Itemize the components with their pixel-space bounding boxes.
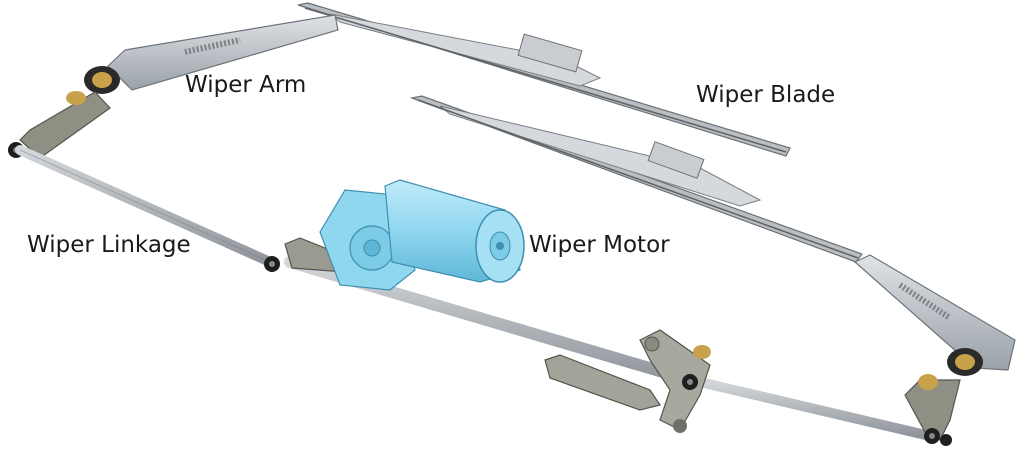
right-pivot-crank <box>904 374 961 446</box>
wiper-arm-label: Wiper Arm <box>185 72 307 98</box>
left-wiper-arm <box>84 14 339 94</box>
upper-wiper-blade <box>297 2 791 157</box>
wiper-motor-label: Wiper Motor <box>529 232 670 258</box>
wiper-blade-label: Wiper Blade <box>696 82 836 108</box>
wiper-motor <box>319 179 525 291</box>
wiper-linkage-rods <box>15 145 935 441</box>
wiper-linkage-label: Wiper Linkage <box>27 232 191 258</box>
center-pivot-bracket <box>544 329 711 433</box>
lower-wiper-blade <box>409 95 863 263</box>
right-wiper-arm <box>853 254 1016 376</box>
